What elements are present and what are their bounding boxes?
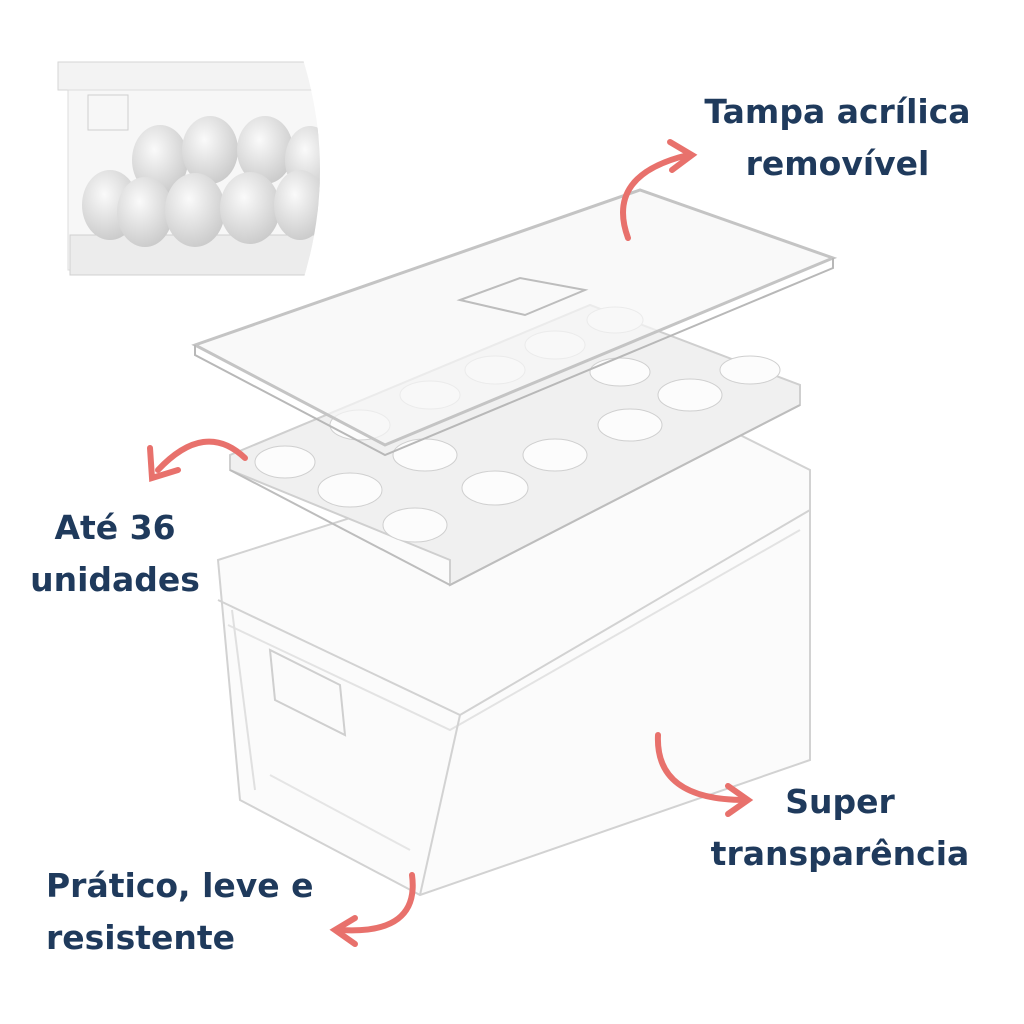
arrow-capacity (147, 438, 248, 482)
acrylic-lid (191, 188, 838, 457)
capacity-feature-label: Até 36 unidades (10, 502, 220, 606)
transparency-label-line1: Super (785, 782, 895, 821)
capacity-label-line2: unidades (30, 560, 200, 599)
lid-label-line2: removível (745, 144, 930, 183)
storage-box (216, 408, 811, 897)
durability-label-line2: resistente (46, 918, 236, 957)
transparency-label-line2: transparência (710, 834, 970, 873)
arrow-transparency (654, 732, 754, 817)
arrow-lid (620, 139, 698, 241)
arrow-durability (329, 872, 416, 947)
capacity-label-line1: Até 36 (54, 508, 176, 547)
durability-feature-label: Prático, leve e resistente (46, 860, 346, 964)
egg-box-inset-photo (50, 50, 320, 290)
transparency-feature-label: Super transparência (695, 776, 985, 880)
lid-feature-label: Tampa acrílica removível (690, 86, 985, 190)
lid-label-line1: Tampa acrílica (704, 92, 971, 131)
durability-label-line1: Prático, leve e (46, 866, 314, 905)
